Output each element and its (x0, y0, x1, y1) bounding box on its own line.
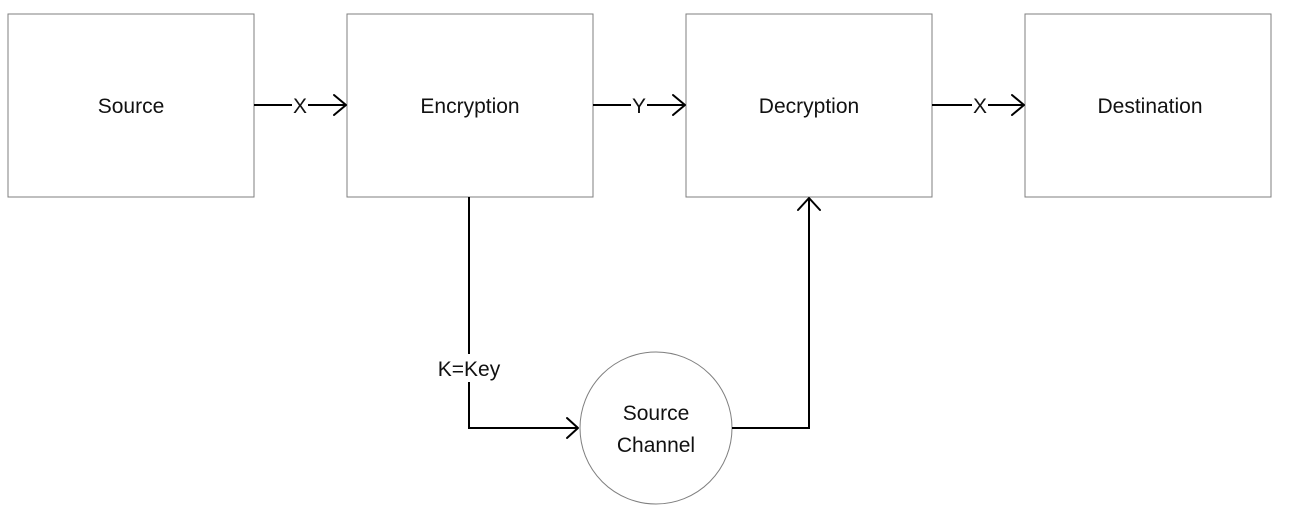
encryption-node: Encryption (346, 13, 594, 198)
encryption-box (346, 13, 594, 198)
edge-source-to-encryption: X (254, 93, 347, 118)
edge-channel-to-decryption (732, 197, 821, 429)
source-channel-node: Source Channel (579, 351, 733, 505)
edge-encryption-to-channel: K=Key (432, 197, 579, 439)
edge-label-bg (292, 93, 308, 117)
source-box (7, 13, 255, 198)
edge-label-x: X (293, 95, 307, 118)
arrowhead-icon (333, 94, 347, 116)
edge-label-x: X (973, 95, 987, 118)
edge-encryption-to-decryption: Y (593, 93, 686, 118)
edge-line (468, 197, 578, 429)
destination-label: Destination (1097, 95, 1202, 118)
destination-node: Destination (1024, 13, 1272, 198)
decryption-label: Decryption (759, 95, 859, 118)
source-channel-circle (579, 351, 733, 505)
edge-label-key: K=Key (438, 358, 501, 381)
edge-decryption-to-destination: X (932, 93, 1025, 118)
arrowhead-icon (1011, 94, 1025, 116)
edge-label-bg (972, 93, 988, 117)
edge-label-bg (432, 354, 506, 382)
source-channel-label-line1: Source (623, 402, 690, 425)
edge-line (732, 198, 810, 429)
edge-label-y: Y (632, 95, 646, 118)
source-channel-label-line2: Channel (617, 434, 695, 457)
decryption-node: Decryption (685, 13, 933, 198)
destination-box (1024, 13, 1272, 198)
edge-label-bg (631, 93, 647, 117)
arrowhead-icon (672, 94, 686, 116)
decryption-box (685, 13, 933, 198)
source-label: Source (98, 95, 165, 118)
arrowhead-icon (566, 417, 579, 439)
source-node: Source (7, 13, 255, 198)
arrowhead-icon (797, 197, 821, 211)
encryption-label: Encryption (420, 95, 519, 118)
